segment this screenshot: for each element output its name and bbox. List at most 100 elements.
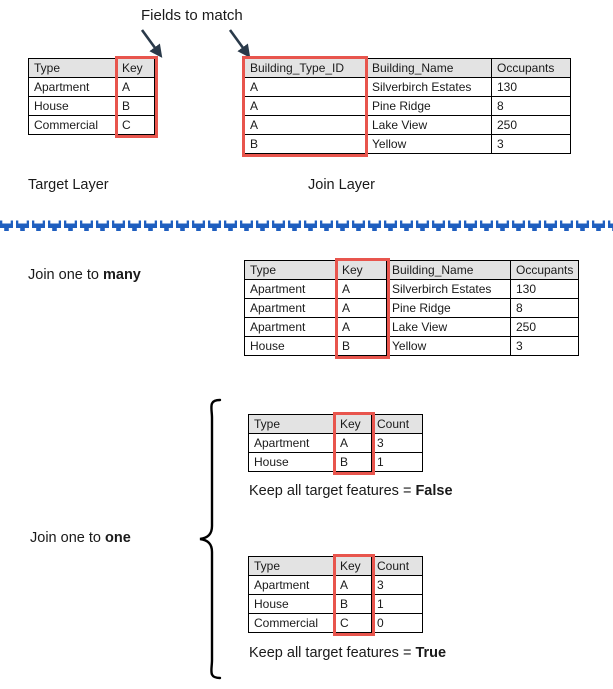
cell-occupants: 8	[509, 298, 580, 318]
join-layer-caption: Join Layer	[308, 177, 375, 193]
table-row: House B 1	[248, 594, 423, 614]
cell-occupants: 250	[509, 317, 580, 337]
target-layer-table: Type Key Apartment A House B Commercial …	[28, 58, 155, 135]
cell-key: C	[116, 115, 155, 135]
cell-building-name: Pine Ridge	[366, 96, 492, 116]
join-one-to-one-prefix: Join one to	[30, 530, 105, 546]
one-to-one-true-table-wrap: Type Key Count Apartment A 3 House B 1 C…	[248, 554, 423, 636]
cell-occupants: 3	[491, 134, 571, 154]
arrow-to-target-key	[140, 29, 163, 58]
join-one-to-many-label: Join one to many	[28, 268, 141, 283]
cell-key: A	[336, 279, 387, 299]
cell-key: A	[334, 433, 372, 453]
table-row: House B 1	[248, 452, 423, 472]
cell-building-type-id: A	[244, 96, 367, 116]
cell-building-name: Yellow	[386, 336, 511, 356]
column-header-building-name: Building_Name	[366, 58, 492, 78]
cell-building-name: Lake View	[366, 115, 492, 135]
cell-key: B	[116, 96, 155, 116]
cell-building-name: Silverbirch Estates	[366, 77, 492, 97]
one-to-one-false-table-wrap: Type Key Count Apartment A 3 House B 1	[248, 412, 423, 475]
cell-count: 0	[371, 613, 423, 633]
cell-key: B	[334, 594, 372, 614]
table-row: Commercial C 0	[248, 613, 423, 633]
table-header-row: Type Key Building_Name Occupants	[244, 260, 580, 280]
keep-all-false-prefix: Keep all target features =	[249, 483, 416, 499]
one-to-one-false-table: Type Key Count Apartment A 3 House B 1	[248, 414, 423, 472]
cell-building-type-id: A	[244, 115, 367, 135]
cell-type: Apartment	[248, 433, 335, 453]
cell-building-name: Silverbirch Estates	[386, 279, 511, 299]
cell-occupants: 3	[509, 336, 580, 356]
table-row: Apartment A Lake View 250	[244, 317, 580, 337]
table-row: House B	[28, 96, 155, 116]
cell-occupants: 130	[509, 279, 580, 299]
cell-key: A	[334, 575, 372, 595]
table-row: A Lake View 250	[244, 115, 571, 135]
cell-count: 3	[371, 575, 423, 595]
table-header-row: Type Key Count	[248, 414, 423, 434]
cell-building-name: Lake View	[386, 317, 511, 337]
cell-count: 1	[371, 452, 423, 472]
cell-key: A	[116, 77, 155, 97]
table-header-row: Type Key	[28, 58, 155, 78]
keep-all-false-caption: Keep all target features = False	[249, 484, 453, 499]
table-row: B Yellow 3	[244, 134, 571, 154]
column-header-type: Type	[28, 58, 117, 78]
cell-occupants: 250	[491, 115, 571, 135]
column-header-count: Count	[371, 414, 423, 434]
cell-key: B	[336, 336, 387, 356]
cell-type: Commercial	[28, 115, 117, 135]
one-to-many-table-wrap: Type Key Building_Name Occupants Apartme…	[244, 258, 580, 359]
cell-type: House	[248, 452, 335, 472]
cell-type: House	[248, 594, 335, 614]
cell-key: A	[336, 317, 387, 337]
cell-key: C	[334, 613, 372, 633]
table-row: Apartment A 3	[248, 433, 423, 453]
cell-key: B	[334, 452, 372, 472]
join-layer-table-wrap: Building_Type_ID Building_Name Occupants…	[242, 56, 571, 157]
column-header-key: Key	[334, 414, 372, 434]
column-header-type: Type	[244, 260, 337, 280]
cell-occupants: 8	[491, 96, 571, 116]
column-header-count: Count	[371, 556, 423, 576]
column-header-type: Type	[248, 556, 335, 576]
cell-count: 3	[371, 433, 423, 453]
cell-count: 1	[371, 594, 423, 614]
table-row: Apartment A Pine Ridge 8	[244, 298, 580, 318]
join-layer-table: Building_Type_ID Building_Name Occupants…	[244, 58, 571, 154]
join-one-to-one-emphasis: one	[104, 530, 131, 546]
cell-building-name: Yellow	[366, 134, 492, 154]
cell-building-name: Pine Ridge	[386, 298, 511, 318]
arrow-to-join-key	[228, 29, 251, 58]
one-to-one-brace	[199, 398, 222, 680]
cell-key: A	[336, 298, 387, 318]
one-to-one-true-table: Type Key Count Apartment A 3 House B 1 C…	[248, 556, 423, 633]
cell-type: Apartment	[244, 298, 337, 318]
target-layer-table-wrap: Type Key Apartment A House B Commercial …	[28, 56, 158, 138]
target-layer-caption: Target Layer	[28, 177, 109, 193]
cell-building-type-id: B	[244, 134, 367, 154]
cell-type: House	[28, 96, 117, 116]
cell-occupants: 130	[491, 77, 571, 97]
column-header-occupants: Occupants	[509, 260, 580, 280]
one-to-many-table: Type Key Building_Name Occupants Apartme…	[244, 260, 580, 356]
column-header-building-type-id: Building_Type_ID	[244, 58, 367, 78]
column-header-occupants: Occupants	[491, 58, 571, 78]
divider-pattern	[0, 220, 613, 231]
cell-type: House	[244, 336, 337, 356]
cell-type: Commercial	[248, 613, 335, 633]
cell-building-type-id: A	[244, 77, 367, 97]
join-one-to-one-label: Join one to one	[30, 531, 131, 546]
table-row: Apartment A	[28, 77, 155, 97]
column-header-building-name: Building_Name	[386, 260, 511, 280]
table-row: A Silverbirch Estates 130	[244, 77, 571, 97]
table-row: House B Yellow 3	[244, 336, 580, 356]
keep-all-false-value: False	[415, 483, 453, 499]
column-header-type: Type	[248, 414, 335, 434]
keep-all-true-prefix: Keep all target features =	[249, 645, 416, 661]
cell-type: Apartment	[244, 279, 337, 299]
column-header-key: Key	[336, 260, 387, 280]
keep-all-true-caption: Keep all target features = True	[249, 646, 446, 661]
fields-to-match-label: Fields to match	[141, 7, 243, 24]
